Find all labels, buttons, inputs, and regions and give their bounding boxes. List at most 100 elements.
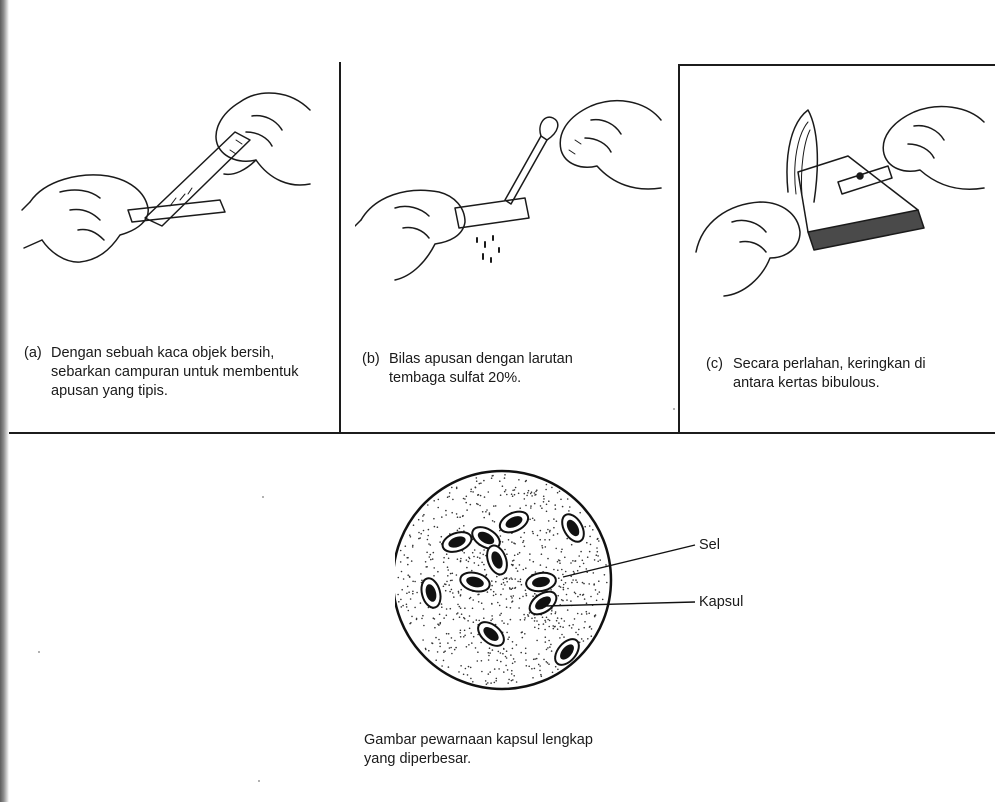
stain-dot (522, 637, 524, 639)
stain-dot (570, 562, 572, 564)
stain-dot (457, 558, 459, 560)
stain-dot (561, 551, 563, 553)
stain-dot (482, 511, 484, 513)
stain-dot (543, 496, 545, 498)
stain-dot (491, 475, 493, 477)
stain-dot (402, 605, 404, 607)
stain-dot (478, 601, 480, 603)
stain-dot (519, 507, 521, 509)
stain-dot (559, 562, 561, 564)
stain-dot (466, 567, 468, 569)
stain-dot (513, 675, 515, 677)
stain-dot (520, 652, 522, 654)
stain-dot (592, 529, 594, 531)
stain-dot (506, 657, 508, 659)
stain-dot (536, 620, 538, 622)
stain-dot (457, 530, 459, 532)
stain-dot (504, 491, 506, 493)
stain-dot (552, 672, 554, 674)
stain-dot (435, 637, 437, 639)
stain-dot (491, 585, 493, 587)
panel-a-line: sebarkan campuran untuk membentuk (51, 363, 298, 382)
stain-dot (456, 513, 458, 515)
stain-dot (446, 581, 448, 583)
stain-dot (398, 601, 400, 603)
stain-dot (510, 654, 512, 656)
stain-dot (492, 618, 494, 620)
label-capsule: Kapsul (699, 594, 743, 610)
stain-dot (448, 584, 450, 586)
stain-dot (475, 647, 477, 649)
stain-dot (562, 506, 564, 508)
stain-dot (410, 536, 412, 538)
stain-dot (493, 591, 495, 593)
stain-dot (568, 510, 570, 512)
stain-dot (594, 559, 596, 561)
stain-dot (456, 574, 458, 576)
stain-dot (458, 671, 460, 673)
stain-dot (534, 658, 536, 660)
stain-dot (490, 589, 492, 591)
stain-dot (512, 490, 514, 492)
stain-dot (551, 650, 553, 652)
stain-dot (512, 641, 514, 643)
stain-dot (558, 577, 560, 579)
stain-dot (512, 679, 514, 681)
dropper-rinsing-slide-icon (355, 80, 665, 310)
stain-dot (443, 561, 445, 563)
stain-dot (599, 559, 601, 561)
stain-dot (469, 628, 471, 630)
stain-dot (526, 665, 528, 667)
stain-dot (400, 550, 402, 552)
stain-dot (534, 492, 536, 494)
stain-dot (524, 532, 526, 534)
stain-dot (517, 570, 519, 572)
stain-dot (433, 500, 435, 502)
stain-dot (508, 539, 510, 541)
stain-dot (428, 650, 430, 652)
stain-dot (500, 613, 502, 615)
stain-dot (575, 632, 577, 634)
stain-dot (463, 617, 465, 619)
stain-dot (503, 622, 505, 624)
stain-dot (488, 652, 490, 654)
stain-dot (473, 556, 475, 558)
stain-dot (576, 582, 578, 584)
stain-dot (513, 560, 515, 562)
stain-dot (525, 593, 527, 595)
stain-dot (426, 552, 428, 554)
stain-dot (467, 674, 469, 676)
stain-dot (446, 633, 448, 635)
stain-dot (566, 594, 568, 596)
stain-dot (602, 599, 604, 601)
stain-dot (451, 512, 453, 514)
stain-dot (508, 636, 510, 638)
panel-letter-c: (c) (706, 355, 723, 374)
stain-dot (476, 477, 478, 479)
stain-dot (534, 519, 536, 521)
stain-dot (534, 593, 536, 595)
stain-dot (572, 560, 574, 562)
capsulated-cell (418, 576, 443, 610)
stain-dot (457, 612, 459, 614)
stain-dot (586, 602, 588, 604)
stain-dot (532, 531, 534, 533)
stain-dot (536, 658, 538, 660)
stain-dot (511, 564, 513, 566)
stain-dot (538, 664, 540, 666)
stain-dot (486, 683, 488, 685)
stain-dot (489, 514, 491, 516)
stain-dot (512, 648, 514, 650)
stain-dot (441, 665, 443, 667)
stain-dot (495, 505, 497, 507)
stain-dot (561, 549, 563, 551)
stain-dot (578, 555, 580, 557)
stain-dot (575, 579, 577, 581)
stain-dot (445, 590, 447, 592)
stain-dot (470, 489, 472, 491)
stain-dot (447, 642, 449, 644)
stain-dot (531, 495, 533, 497)
stain-dot (518, 479, 520, 481)
stain-dot (561, 634, 563, 636)
stain-dot (414, 581, 416, 583)
